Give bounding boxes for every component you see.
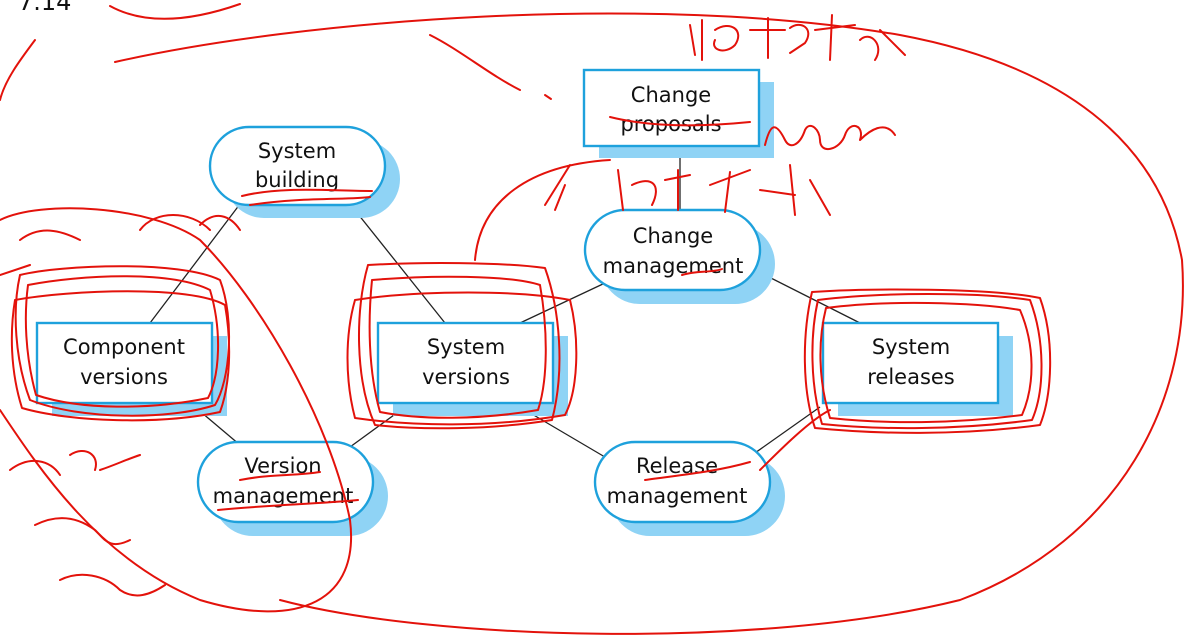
component-versions-box: Component versions — [35, 321, 227, 416]
handwritten-annotations — [0, 3, 1184, 635]
system-building-label-line1: System — [258, 139, 336, 163]
change-proposals-box: Change proposals — [582, 68, 774, 158]
system-versions-label-line1: System — [427, 335, 505, 359]
release-management-node: Release management — [593, 440, 785, 536]
system-releases-label-line2: releases — [867, 365, 955, 389]
system-versions-box: System versions — [376, 321, 568, 416]
release-management-label-line1: Release — [636, 454, 718, 478]
change-proposals-label-line1: Change — [631, 83, 711, 107]
release-management-label-line2: management — [607, 484, 748, 508]
figure-number-label: 7.14 — [18, 0, 71, 16]
system-versions-label-line2: versions — [422, 365, 510, 389]
change-management-node: Change management — [583, 208, 775, 304]
change-management-label-line1: Change — [633, 224, 713, 248]
version-management-label-line2: management — [213, 484, 354, 508]
component-versions-label-line2: versions — [80, 365, 168, 389]
component-versions-label-line1: Component — [63, 335, 185, 359]
system-building-label-line2: building — [255, 168, 339, 192]
system-releases-box: System releases — [821, 321, 1013, 416]
change-management-label-line2: management — [603, 254, 744, 278]
system-building-node: System building — [208, 125, 400, 218]
version-management-node: Version management — [196, 440, 388, 536]
system-releases-label-line1: System — [872, 335, 950, 359]
